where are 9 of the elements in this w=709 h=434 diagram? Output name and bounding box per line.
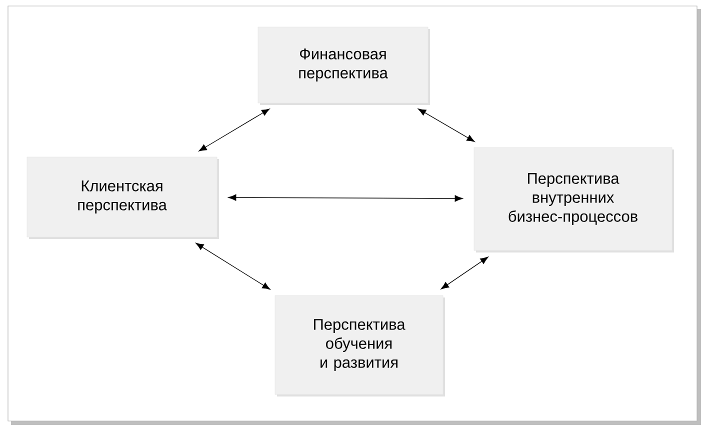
arrow: [418, 108, 475, 142]
arrow: [196, 242, 270, 290]
perspective-box: Клиентская перспектива: [26, 156, 219, 239]
perspective-box: Перспектива внутренних бизнес-процессов: [474, 147, 674, 252]
arrow: [440, 256, 488, 290]
perspective-box: Перспектива обучения и развития: [274, 295, 445, 396]
arrow: [198, 108, 270, 152]
perspective-box: Финансовая перспектива: [258, 26, 430, 105]
arrow: [228, 194, 463, 202]
